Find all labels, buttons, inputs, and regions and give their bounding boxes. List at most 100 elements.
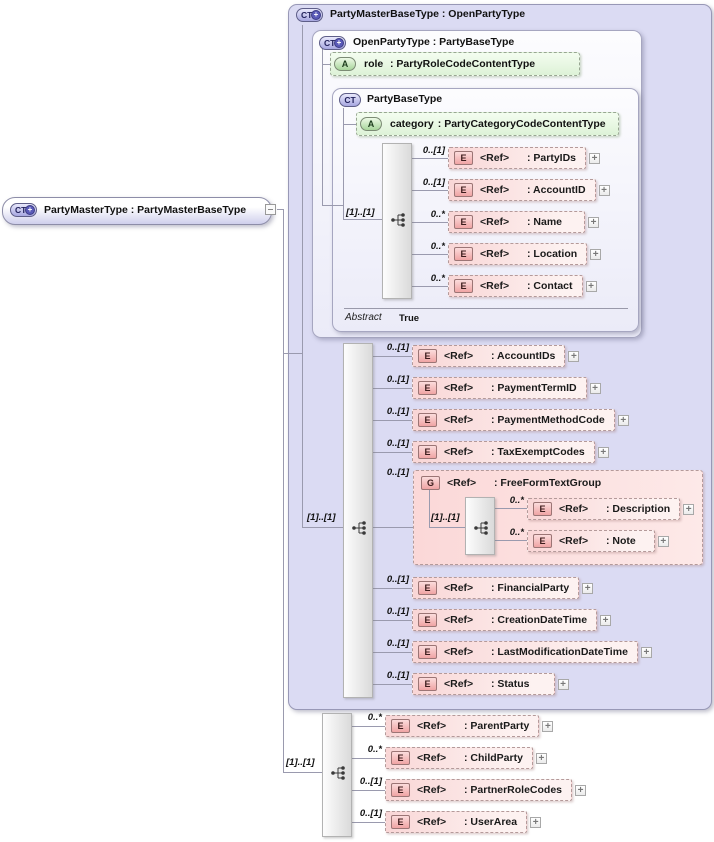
expand-icon[interactable]	[585, 280, 597, 292]
connector-line	[283, 353, 302, 354]
element-accountids[interactable]: E<Ref>: AccountIDs	[412, 345, 580, 367]
connector-line	[373, 452, 412, 453]
element-lastmodificationdatetime[interactable]: E<Ref>: LastModificationDateTime	[412, 641, 652, 663]
group-name: : FreeFormTextGroup	[494, 477, 602, 489]
attribute-name: role	[364, 58, 384, 70]
element-partyids[interactable]: E <Ref> : PartyIDs	[448, 147, 601, 169]
element-taxexemptcodes[interactable]: E<Ref>: TaxExemptCodes	[412, 441, 609, 463]
root-type-box[interactable]	[2, 197, 272, 225]
cardinality-label: 0..[1]	[359, 808, 382, 819]
element-paymentmethodcode[interactable]: E<Ref>: PaymentMethodCode	[412, 409, 629, 431]
element-icon: E	[418, 349, 437, 363]
ref-label: <Ref>	[480, 152, 510, 164]
element-location[interactable]: E<Ref>: Location	[448, 243, 602, 265]
expand-icon[interactable]	[589, 152, 601, 164]
element-icon: E	[454, 151, 473, 165]
attribute-name: category	[390, 118, 434, 130]
root-type-title: PartyMasterType : PartyMasterBaseType	[44, 204, 247, 216]
expand-icon[interactable]	[597, 446, 609, 458]
sequence-icon	[474, 521, 488, 535]
connector-line	[495, 540, 527, 541]
cardinality-label: 0..[1]	[422, 177, 445, 188]
element-name: : Contact	[527, 280, 573, 292]
element-name: : Name	[527, 216, 563, 228]
element-name: : Note	[606, 535, 636, 547]
element-name: : CreationDateTime	[491, 614, 588, 626]
expand-icon[interactable]	[617, 414, 629, 426]
element-childparty[interactable]: E<Ref>: ChildParty	[385, 747, 547, 769]
expand-icon[interactable]	[557, 678, 569, 690]
expand-icon[interactable]	[582, 582, 594, 594]
element-status[interactable]: E<Ref>: Status	[412, 673, 569, 695]
element-accountid[interactable]: E<Ref>: AccountID	[448, 179, 610, 201]
attribute-category[interactable]: A category : PartyCategoryCodeContentTyp…	[356, 112, 619, 136]
element-icon: E	[418, 381, 437, 395]
connector-line	[373, 620, 412, 621]
expand-icon[interactable]	[575, 784, 587, 796]
element-financialparty[interactable]: E<Ref>: FinancialParty	[412, 577, 594, 599]
complextype-plus-icon: CT	[10, 203, 37, 217]
connector-line	[373, 388, 412, 389]
expand-icon[interactable]	[640, 646, 652, 658]
ref-label: <Ref>	[444, 646, 474, 658]
complextype-plus-icon: CT	[296, 8, 323, 22]
attribute-type: : PartyCategoryCodeContentType	[437, 118, 606, 130]
element-name: : PaymentMethodCode	[491, 414, 605, 426]
connector-line	[429, 490, 430, 527]
cardinality-label: 0..[1]	[386, 574, 409, 585]
element-userarea[interactable]: E<Ref>: UserArea	[385, 811, 542, 833]
element-paymenttermid[interactable]: E<Ref>: PaymentTermID	[412, 377, 601, 399]
ref-label: <Ref>	[417, 784, 447, 796]
sequence-bar	[343, 343, 373, 698]
complextype-icon: CT	[339, 93, 361, 107]
element-name: : PartyIDs	[527, 152, 577, 164]
attribute-icon: A	[360, 117, 382, 131]
element-name: : Status	[491, 678, 530, 690]
expand-icon[interactable]	[657, 535, 669, 547]
expand-icon[interactable]	[598, 184, 610, 196]
element-contact[interactable]: E<Ref>: Contact	[448, 275, 597, 297]
element-description[interactable]: E<Ref>: Description	[527, 498, 695, 520]
connector-line	[412, 222, 448, 223]
connector-line	[412, 286, 448, 287]
cardinality-label: 0..[1]	[386, 342, 409, 353]
sequence-icon	[331, 766, 345, 780]
ref-label: <Ref>	[444, 350, 474, 362]
element-name: : TaxExemptCodes	[491, 446, 585, 458]
expand-icon[interactable]	[589, 382, 601, 394]
expand-icon[interactable]	[535, 752, 547, 764]
element-parentparty[interactable]: E<Ref>: ParentParty	[385, 715, 554, 737]
master-base-title: PartyMasterBaseType : OpenPartyType	[330, 8, 526, 20]
element-name-row[interactable]: E<Ref>: Name	[448, 211, 600, 233]
ref-label: <Ref>	[480, 280, 510, 292]
element-icon: E	[391, 719, 410, 733]
ref-label: <Ref>	[417, 816, 447, 828]
expand-icon[interactable]	[683, 503, 695, 515]
cardinality-label: 0..[1]	[386, 638, 409, 649]
element-partnerrolecodes[interactable]: E<Ref>: PartnerRoleCodes	[385, 779, 587, 801]
expand-icon[interactable]	[542, 720, 554, 732]
ref-label: <Ref>	[444, 582, 474, 594]
expand-icon[interactable]	[590, 248, 602, 260]
connector-line	[412, 190, 448, 191]
element-note[interactable]: E <Ref> : Note	[527, 530, 669, 552]
expand-icon[interactable]	[588, 216, 600, 228]
connector-line	[277, 209, 283, 210]
cardinality-label: 0..[1]	[359, 776, 382, 787]
cardinality-label: [1]..[1]	[286, 757, 315, 768]
plus-icon	[311, 10, 321, 20]
element-icon: E	[418, 645, 437, 659]
connector-line	[352, 726, 385, 727]
element-icon: E	[533, 534, 552, 548]
expand-icon[interactable]	[530, 816, 542, 828]
expand-icon[interactable]	[568, 350, 580, 362]
element-creationdatetime[interactable]: E<Ref>: CreationDateTime	[412, 609, 612, 631]
cardinality-label: [1]..[1]	[431, 512, 460, 523]
connector-line	[352, 822, 385, 823]
expand-icon[interactable]	[600, 614, 612, 626]
collapse-handle[interactable]	[265, 204, 276, 215]
ref-label: <Ref>	[444, 446, 474, 458]
attribute-role[interactable]: A role : PartyRoleCodeContentType	[330, 52, 580, 76]
ref-label: <Ref>	[559, 535, 589, 547]
